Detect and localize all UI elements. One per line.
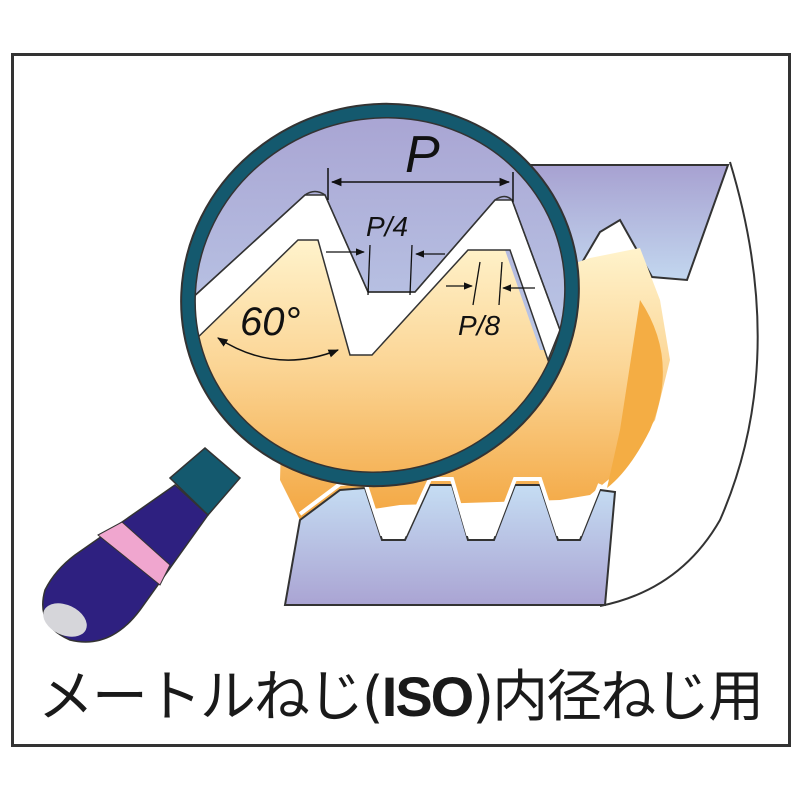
pitch-label: P xyxy=(405,126,440,184)
lower-thread-block xyxy=(283,484,617,606)
thread-shadow xyxy=(607,300,663,488)
diagram-frame xyxy=(11,53,791,747)
caption: メートルねじ(ISO)内径ねじ用 xyxy=(0,662,800,733)
handle-band xyxy=(97,521,171,586)
angle-label: 60° xyxy=(240,300,301,344)
caption-prefix: メートルねじ( xyxy=(37,665,384,730)
quarter-pitch-label: P/4 xyxy=(366,211,408,242)
eighth-pitch-label: P/8 xyxy=(458,310,500,341)
handle-cap xyxy=(43,603,87,637)
caption-iso: ISO xyxy=(381,665,474,728)
magnifier-handle xyxy=(42,447,242,643)
cylinder-outline xyxy=(599,161,759,607)
angle-arc xyxy=(217,337,339,361)
caption-suffix: )内径ねじ用 xyxy=(472,665,764,730)
dimension-annotations xyxy=(217,168,535,361)
